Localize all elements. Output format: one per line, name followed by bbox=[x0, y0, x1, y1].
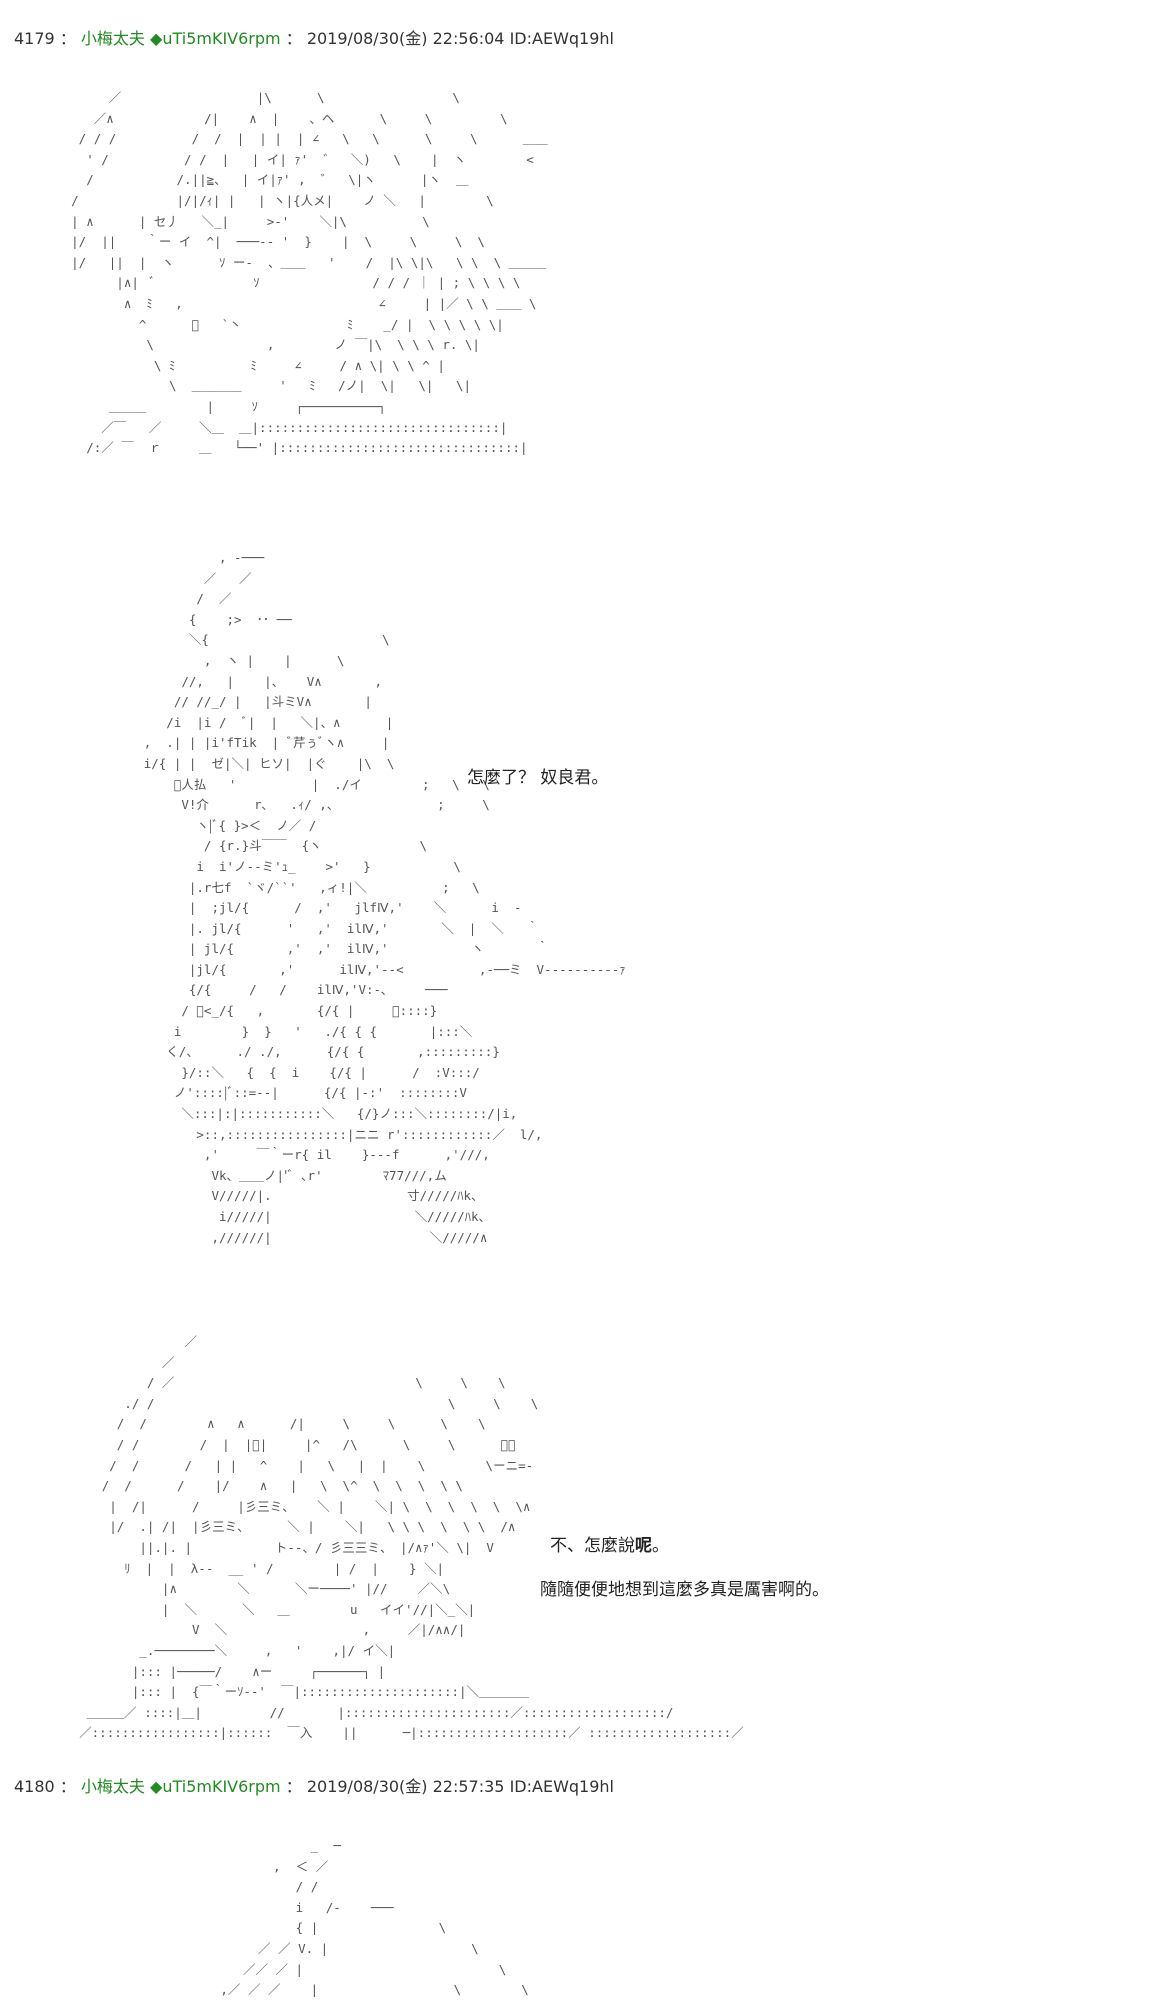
poster-trip: ◆uTi5mKIV6rpm bbox=[150, 29, 281, 48]
post-separator: ： bbox=[59, 1777, 76, 1796]
post-datetime: 2019/08/30(金) 22:57:35 bbox=[306, 1777, 505, 1796]
dialog-text: 隨隨便便地想到這麼多真是厲害啊的。 bbox=[540, 1580, 829, 1600]
ascii-art-block: _ ─ , ＜ ／ / / i /- ─── { | \ ／ ／ V. | bbox=[220, 1838, 529, 1998]
ascii-art-block: ／ |\ \ \ ／∧ /| ∧ | 、ヘ \ \ \ / / / / / | … bbox=[71, 90, 548, 456]
dialog-text-part: 。 bbox=[652, 1536, 669, 1556]
post-number[interactable]: 4179 bbox=[14, 29, 55, 48]
poster-id[interactable]: ID:AEWq19hl bbox=[509, 29, 614, 48]
post-separator-2: ： bbox=[285, 1777, 302, 1796]
poster-id[interactable]: ID:AEWq19hl bbox=[509, 1777, 614, 1796]
post-header: 4179 ： 小梅太夫 ◆uTi5mKIV6rpm ： 2019/08/30(金… bbox=[14, 28, 614, 50]
dialog-text: 不、怎麼說呢。 bbox=[550, 1534, 669, 1558]
post-header: 4180 ： 小梅太夫 ◆uTi5mKIV6rpm ： 2019/08/30(金… bbox=[14, 1776, 614, 1798]
post-number[interactable]: 4180 bbox=[14, 1777, 55, 1796]
post-separator-2: ： bbox=[285, 29, 302, 48]
poster-trip: ◆uTi5mKIV6rpm bbox=[150, 1777, 281, 1796]
ascii-art-block: , -─── ／ ／ / ／ { ;> ･･ ── ＼{ \ , ヽ | | \… bbox=[143, 550, 626, 1245]
post-datetime: 2019/08/30(金) 22:56:04 bbox=[306, 29, 505, 48]
dialog-text-emphasis: 呢 bbox=[635, 1536, 652, 1556]
poster-name: 小梅太夫 bbox=[80, 29, 145, 48]
dialog-text-part: 不、怎麼說 bbox=[550, 1536, 635, 1556]
ascii-art-block: ／ ／ / ／ \ \ \ ./ / \ \ \ / / ∧ ∧ /| \ \ bbox=[79, 1334, 744, 1741]
poster-name: 小梅太夫 bbox=[80, 1777, 145, 1796]
post-separator: ： bbox=[59, 29, 76, 48]
dialog-text: 怎麼了？ 奴良君。 bbox=[467, 768, 609, 788]
